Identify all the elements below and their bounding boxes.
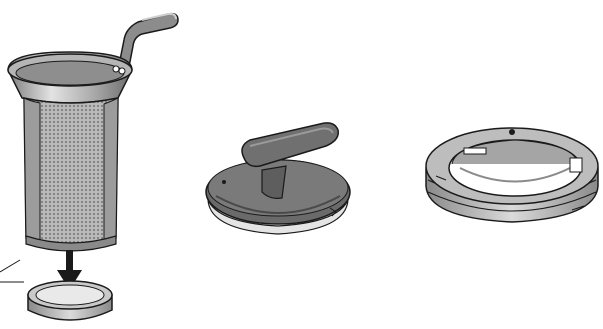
infuser-ring [426,128,598,222]
tea-infuser-basket [8,14,178,251]
infuser-bottom-cap [0,260,112,320]
infuser-lid [206,123,350,234]
